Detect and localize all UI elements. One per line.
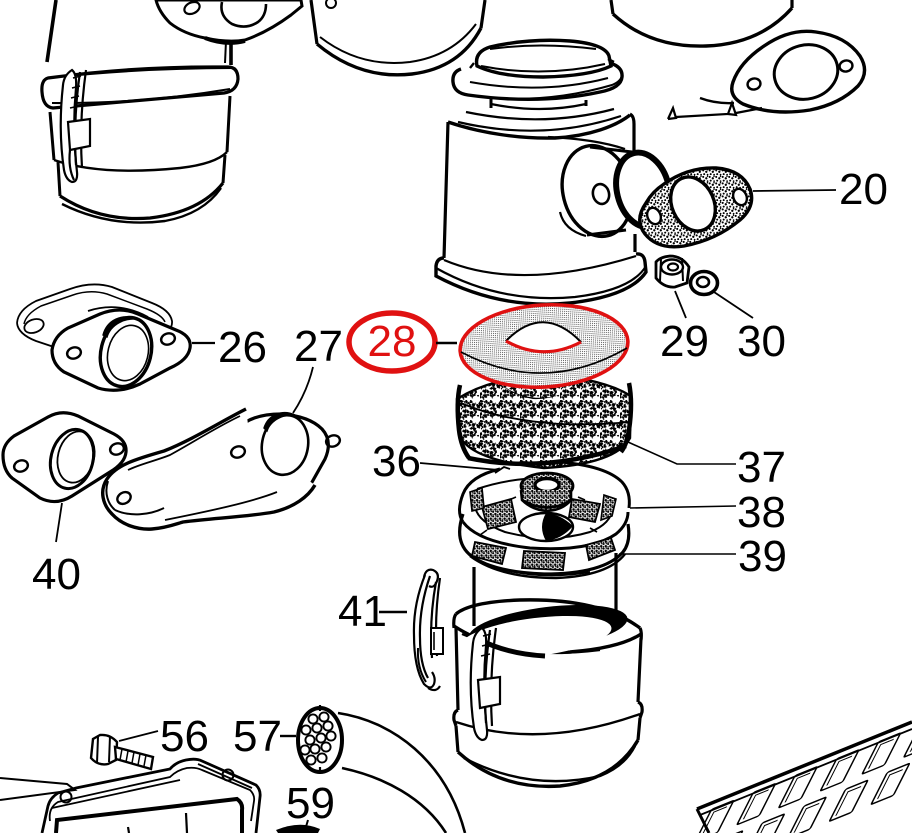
svg-text:28: 28 <box>368 317 417 366</box>
svg-text:29: 29 <box>660 317 709 366</box>
svg-text:26: 26 <box>218 323 267 372</box>
svg-text:59: 59 <box>286 779 335 828</box>
svg-text:41: 41 <box>338 587 387 636</box>
svg-text:38: 38 <box>737 488 786 537</box>
svg-text:27: 27 <box>294 322 343 371</box>
svg-text:37: 37 <box>737 443 786 492</box>
svg-text:39: 39 <box>738 532 787 581</box>
svg-text:40: 40 <box>32 550 81 599</box>
svg-text:57: 57 <box>233 712 282 761</box>
svg-text:36: 36 <box>372 437 421 486</box>
svg-text:20: 20 <box>839 165 888 214</box>
svg-text:30: 30 <box>737 317 786 366</box>
svg-text:56: 56 <box>160 712 209 761</box>
